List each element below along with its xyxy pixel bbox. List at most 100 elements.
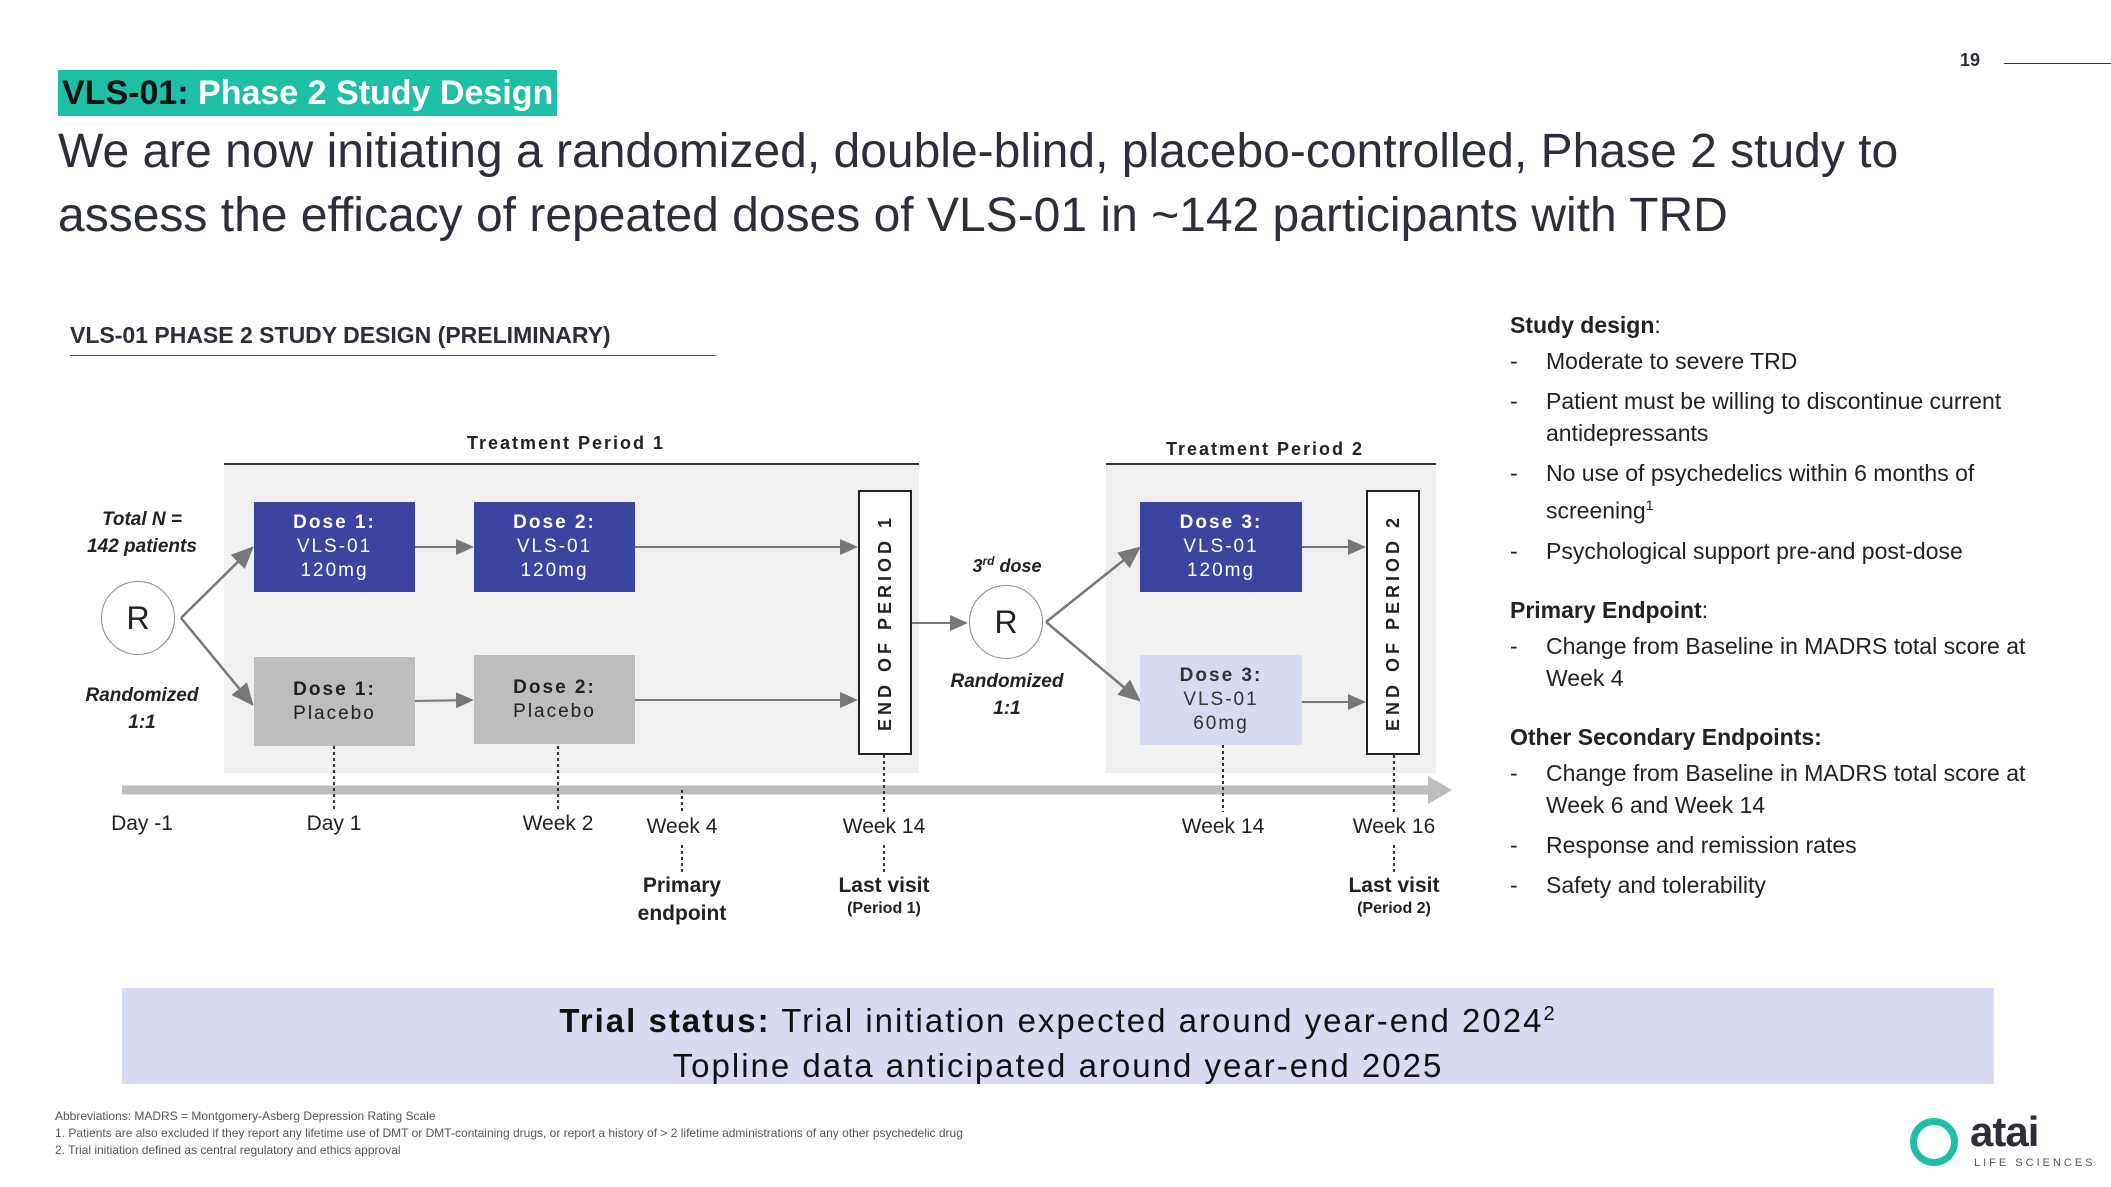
p1-active-dose2-box: Dose 2: VLS-01 120mg (474, 502, 635, 592)
randomized-line1: Randomized (85, 685, 199, 706)
list-item-text: Change from Baseline in MADRS total scor… (1546, 759, 2026, 818)
randomized-line2: 1:1 (128, 712, 156, 733)
tick-label-week14-period1: Week 14 (842, 815, 926, 838)
box-title: Dose 1: (293, 678, 376, 700)
study-design-title-text: Study design (1510, 312, 1655, 338)
primary-line2: endpoint (637, 902, 727, 925)
box-drug: Placebo (513, 700, 596, 722)
box-title: Dose 2: (513, 512, 596, 533)
randomize-circle-1: R (101, 581, 175, 655)
primary-endpoint-title-text: Primary Endpoint (1510, 596, 1702, 623)
tick-label-week4: Week 4 (646, 815, 718, 838)
bullet-dash: - (1510, 388, 1518, 414)
list-item: - Moderate to severe TRD (1510, 345, 2070, 377)
primary-endpoint-colon: : (1701, 596, 1709, 623)
timeline-arrowhead (1428, 776, 1452, 804)
footnote-ref-1: 1 (1645, 497, 1654, 513)
box-title: Dose 1: (293, 512, 376, 533)
bullet-dash: - (1510, 759, 1518, 786)
box-dose: 120mg (300, 560, 369, 581)
footnote-2: 2. Trial initiation defined as central r… (55, 1143, 401, 1157)
list-item: - Response and remission rates (1510, 829, 2070, 861)
tag-title: Phase 2 Study Design (198, 74, 554, 112)
list-item-text: Change from Baseline in MADRS total scor… (1546, 632, 2026, 691)
bullet-dash: - (1510, 632, 1518, 659)
bullet-dash: - (1510, 460, 1518, 486)
p1-active-dose1-box: Dose 1: VLS-01 120mg (254, 502, 415, 592)
list-item-text: No use of psychedelics within 6 months o… (1546, 460, 1975, 524)
randomized-label-1: Randomized 1:1 (72, 682, 212, 736)
bullet-dash: - (1510, 348, 1518, 374)
bullet-dash: - (1510, 831, 1518, 858)
secondary-endpoints-title: Other Secondary Endpoints: (1510, 723, 1822, 750)
box-drug: VLS-01 (1183, 689, 1259, 710)
p1-placebo-dose2-box: Dose 2: Placebo (474, 655, 635, 744)
list-item: - Safety and tolerability (1510, 869, 2070, 901)
study-design-section: Study design: -Moderate to severe TRD -P… (1510, 312, 2070, 567)
bullet-dash: - (1510, 871, 1518, 898)
arrow-placebo-dose1-dose2 (414, 692, 474, 709)
box-title: Dose 2: (513, 676, 596, 698)
page-headline: We are now initiating a randomized, doub… (58, 125, 1899, 242)
list-item-text: Response and remission rates (1546, 831, 1857, 858)
diagram-title-rule (70, 355, 716, 356)
tick-label-week2: Week 2 (522, 812, 594, 835)
tick-label-day-minus1: Day -1 (111, 812, 173, 835)
tick-label-day1: Day 1 (306, 812, 362, 835)
period2-rule (1106, 463, 1436, 465)
third-dose-word: dose (994, 556, 1042, 576)
period1-label: Treatment Period 1 (467, 433, 666, 453)
atai-logo-word: atai (1970, 1108, 2039, 1155)
list-item: - Change from Baseline in MADRS total sco… (1510, 757, 2070, 821)
study-design-colon: : (1654, 312, 1661, 338)
footnote-1: 1. Patients are also excluded if they re… (55, 1126, 963, 1140)
randomize-circle-2: R (969, 585, 1043, 659)
tick-label-week14-period2: Week 14 (1181, 815, 1265, 838)
total-n-line1: Total N = (101, 509, 183, 530)
third-dose-label: 3rd dose (950, 548, 1064, 580)
last-visit-period2: Last visit (Period 2) (1324, 872, 1464, 918)
arrow-r2-to-120mg (1045, 546, 1141, 623)
tick-label-week16: Week 16 (1352, 815, 1436, 838)
box-dose: 120mg (1186, 560, 1256, 581)
randomized2-line2: 1:1 (993, 698, 1021, 719)
atai-logo-ring-icon (1910, 1118, 1958, 1166)
box-drug: Placebo (293, 702, 376, 724)
primary-endpoint-section: Primary Endpoint: - Change from Baseline … (1510, 597, 2070, 694)
status-line2: Topline data anticipated around year-end… (672, 1047, 1444, 1084)
box-drug: VLS-01 (1183, 536, 1259, 557)
list-item-text: Patient must be willing to discontinue c… (1546, 388, 2002, 446)
third-dose-number: 3 (972, 556, 983, 576)
p1-placebo-dose1-box: Dose 1: Placebo (254, 657, 415, 746)
p2-dose3-120mg-box: Dose 3: VLS-01 120mg (1140, 502, 1302, 592)
page-number: 19 (1960, 50, 1981, 70)
list-item-text: Moderate to severe TRD (1546, 348, 1798, 374)
diagram-title: VLS-01 PHASE 2 STUDY DESIGN (PRELIMINARY… (70, 322, 611, 348)
tag-code: VLS-01: (62, 74, 189, 112)
end-of-period1-label: END OF PERIOD 1 (874, 513, 895, 732)
list-item: - Change from Baseline in MADRS total sco… (1510, 630, 2070, 694)
randomized-label-2: Randomized 1:1 (940, 668, 1074, 722)
last-visit1-label: Last visit (838, 874, 930, 897)
list-item: - Patient must be willing to discontinue … (1510, 385, 2070, 449)
p2-dose3-60mg-box: Dose 3: VLS-01 60mg (1140, 655, 1302, 745)
footnote-ref-2: 2 (1543, 1003, 1557, 1025)
status-line1-text: Trial initiation expected around year-en… (770, 1002, 1544, 1039)
study-design-title: Study design: (1510, 312, 2070, 339)
bullet-dash: - (1510, 537, 1518, 564)
page-number-rule (2004, 63, 2111, 64)
box-title: Dose 3: (1179, 665, 1263, 686)
secondary-endpoints-section: Other Secondary Endpoints: - Change from … (1510, 724, 2070, 901)
status-label: Trial status: (559, 1002, 771, 1039)
list-item: -Psychological support pre-and post-dose (1510, 535, 2070, 567)
box-dose: 120mg (520, 560, 589, 581)
study-details-sidebar: Study design: -Moderate to severe TRD -P… (1510, 312, 2070, 931)
last-visit-period1: Last visit (Period 1) (814, 872, 954, 918)
randomized2-line1: Randomized (950, 671, 1064, 692)
status-line1: Trial status: Trial initiation expected … (122, 992, 1994, 1043)
end-of-period2-box: END OF PERIOD 2 (1366, 490, 1420, 755)
end-of-period1-box: END OF PERIOD 1 (858, 490, 912, 755)
list-item-text: Safety and tolerability (1546, 871, 1766, 898)
total-n-label: Total N = 142 patients (72, 506, 212, 560)
